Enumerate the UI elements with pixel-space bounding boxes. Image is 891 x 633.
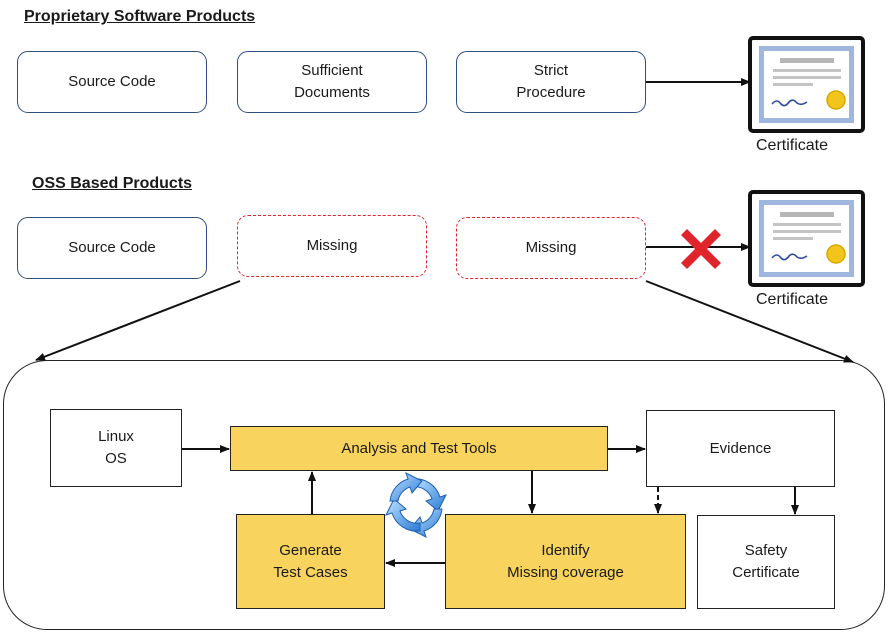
expand-left-arrow [35, 280, 241, 361]
certificate-icon [748, 190, 865, 287]
generate-test-cases-label: Generate Test Cases [273, 541, 348, 581]
proprietary-source-code-label: Source Code [68, 73, 156, 90]
analysis-tools-box: Analysis and Test Tools [230, 426, 608, 471]
missing-procedure-label: Missing [525, 239, 577, 256]
identify-missing-coverage-label: Identify Missing coverage [507, 541, 624, 581]
identify-missing-coverage-box: Identify Missing coverage [445, 514, 686, 609]
sufficient-documents-label: Sufficient Documents [294, 62, 370, 101]
evidence-label: Evidence [709, 439, 772, 457]
strict-procedure-label: Strict Procedure [516, 62, 586, 101]
oss-certificate-label: Certificate [755, 291, 829, 308]
proprietary-heading: Proprietary Software Products [24, 8, 256, 25]
red-x-icon [681, 229, 721, 269]
certificate-icon [748, 36, 865, 133]
safety-certificate-label: Safety Certificate [732, 542, 800, 581]
oss-heading: OSS Based Products [32, 175, 193, 192]
proprietary-certificate-label: Certificate [755, 137, 829, 154]
strict-procedure-box: Strict Procedure [456, 51, 646, 113]
oss-source-code-box: Source Code [17, 217, 207, 279]
linux-os-box: Linux OS [50, 409, 182, 487]
oss-source-code-label: Source Code [68, 239, 156, 256]
evidence-box: Evidence [646, 410, 835, 487]
missing-procedure-box: Missing [456, 217, 646, 279]
missing-documents-box: Missing [237, 215, 427, 277]
generate-test-cases-box: Generate Test Cases [236, 514, 385, 609]
linux-os-label: Linux OS [98, 428, 134, 467]
sufficient-documents-box: Sufficient Documents [237, 51, 427, 113]
missing-documents-label: Missing [306, 237, 358, 254]
refresh-cycle-icon [385, 472, 447, 538]
verification-process-panel [3, 360, 885, 630]
safety-certificate-box: Safety Certificate [697, 515, 835, 609]
expand-right-arrow [645, 280, 854, 363]
proprietary-source-code-box: Source Code [17, 51, 207, 113]
analysis-tools-label: Analysis and Test Tools [341, 439, 497, 457]
